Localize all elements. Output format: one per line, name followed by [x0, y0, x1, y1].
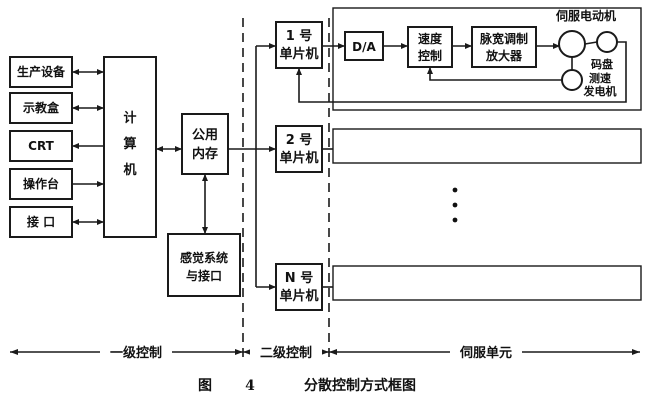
peripheral-label: 示教盒 [22, 100, 60, 115]
peripheral-production-equipment: 生产设备 [9, 56, 73, 88]
mcu-1-block: 1 号 单片机 [275, 21, 323, 69]
bus-lines [228, 43, 276, 290]
mcu-1-label-1: 1 号 [286, 29, 313, 44]
mcu-n-block: N 号 单片机 [275, 263, 323, 311]
label-mask-3 [450, 340, 522, 362]
peripheral-interface: 接 口 [9, 206, 73, 238]
shared-memory-label-1: 公用 [192, 128, 218, 143]
second-level-label: 二级控制 [260, 345, 312, 361]
peripheral-label: CRT [28, 139, 55, 153]
caption-number: 4 [245, 378, 255, 394]
pwm-amplifier-block [471, 26, 537, 68]
peripheral-teach-pendant: 示教盒 [9, 92, 73, 124]
sensing-label-1: 感觉系统 [180, 250, 228, 265]
mcu-2-block: 2 号 单片机 [275, 125, 323, 173]
peripheral-label: 操作台 [23, 176, 59, 191]
peripheral-crt: CRT [9, 130, 73, 162]
speed-control-label-2: 控制 [418, 48, 442, 63]
encoder-label: 码盘 [591, 57, 613, 71]
speed-control-block [407, 26, 453, 68]
peripheral-label: 接 口 [27, 214, 55, 229]
ellipsis-dots [452, 187, 458, 223]
label-mask-2 [250, 340, 322, 362]
pwm-label-1: 脉宽调制 [479, 31, 528, 46]
memory-sensing-connector [202, 174, 208, 234]
peripheral-label: 生产设备 [17, 64, 66, 79]
caption-fig: 图 [198, 378, 212, 394]
caption-title: 分散控制方式框图 [304, 377, 416, 394]
first-level-label: 一级控制 [110, 345, 162, 361]
computer-label-1: 计 [123, 110, 136, 126]
peripheral-connectors [72, 69, 104, 225]
pwm-label-2: 放大器 [485, 48, 523, 63]
peripheral-console: 操作台 [9, 168, 73, 200]
figure-caption: 图 4 分散控制方式框图 [198, 377, 416, 394]
computer-label-3: 机 [123, 162, 136, 178]
shared-memory-block: 公用 内存 [181, 113, 229, 175]
da-label: D/A [352, 40, 376, 54]
tacho-label-2: 发电机 [583, 84, 617, 98]
speed-control-label-1: 速度 [418, 31, 443, 46]
servo-unit-1: D/A 速度 控制 脉宽调制 放大器 伺服电动机 码盘 测速 发电机 [296, 7, 642, 111]
tacho-label-1: 测速 [589, 71, 611, 85]
shared-memory-label-2: 内存 [192, 146, 218, 162]
mcu-n-label-1: N 号 [285, 271, 313, 286]
servo-unit-n [322, 265, 642, 301]
computer-label-2: 算 [123, 136, 136, 152]
servo-motor-label: 伺服电动机 [555, 8, 616, 23]
sensing-system-block: 感觉系统 与接口 [167, 233, 241, 297]
computer-memory-connector [156, 146, 182, 152]
mcu-2-label-2: 单片机 [279, 150, 318, 166]
label-mask-1 [100, 340, 172, 362]
servo-motor-icon [558, 30, 586, 58]
servo-unit-2 [322, 128, 642, 164]
mcu-1-label-2: 单片机 [279, 46, 318, 62]
servo-unit-label: 伺服单元 [459, 345, 512, 361]
mcu-2-label-1: 2 号 [286, 133, 313, 148]
sensing-label-2: 与接口 [186, 268, 222, 283]
encoder-disk-icon [596, 31, 618, 53]
tachogenerator-icon [561, 69, 583, 91]
mcu-n-label-2: 单片机 [279, 288, 318, 304]
computer-block: 计 算 机 [103, 56, 157, 238]
